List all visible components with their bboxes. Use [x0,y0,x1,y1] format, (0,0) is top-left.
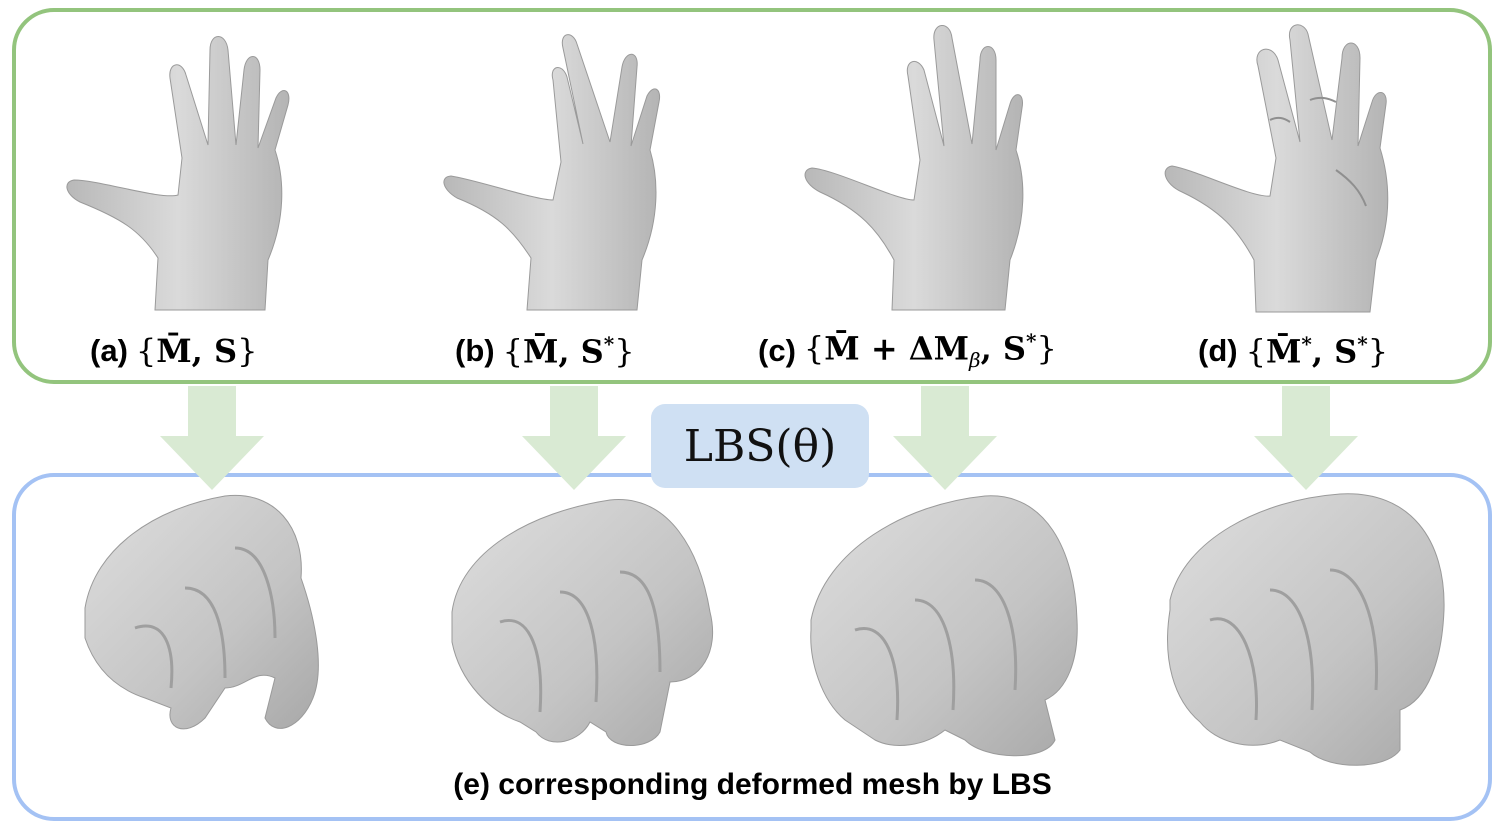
label-c-expression-1: M̄ + ΔM [824,330,970,369]
label-d-superscript-1: * [1301,331,1312,356]
open-hand-mesh-icon [66,36,290,311]
template-hands-panel [12,8,1492,384]
fist-mesh-icon [451,499,714,746]
down-arrow-icon [160,386,264,490]
label-c-math: {M̄ + ΔMβ, S*} [803,329,1057,373]
label-b-expression: M̄, S [522,332,604,371]
label-d-superscript-2: * [1357,331,1368,356]
caption: (e) corresponding deformed mesh by LBS [453,768,1052,801]
label-c-subscript: β [969,348,981,373]
label-d-expression-2: , S [1311,332,1358,371]
label-d-expression-1: M̄ [1265,332,1302,371]
label-c-tag: (c) [758,333,796,368]
lbs-function-label: LBS(θ) [683,420,837,472]
lbs-function-box: LBS(θ) [651,404,869,488]
label-a-expression: M̄, S [156,332,238,370]
label-b-tag: (b) [455,333,495,368]
label-b-math: {M̄, S*} [502,331,635,371]
label-d: (d) {M̄*, S*} [1198,326,1388,376]
label-b-superscript: * [603,331,615,356]
label-c-superscript: * [1025,329,1037,354]
fist-mesh-icon [84,494,319,730]
open-hand-mesh-icon [804,25,1024,311]
label-d-tag: (d) [1198,333,1238,368]
open-hand-mesh-icon [1164,24,1389,313]
label-c: (c) {M̄ + ΔMβ, S*} [758,326,1057,376]
label-d-math: {M̄*, S*} [1245,331,1389,371]
label-c-expression-2: , S [980,330,1026,369]
open-hand-mesh-icon [443,34,661,311]
fist-mesh-icon [1167,493,1445,766]
label-a-tag: (a) [90,333,128,368]
label-a: (a) {M̄, S} [90,326,257,376]
down-arrow-icon [522,386,626,490]
label-a-math: {M̄, S} [135,332,258,370]
down-arrow-icon [1254,386,1358,490]
label-b: (b) {M̄, S*} [455,326,635,376]
down-arrow-icon [893,386,997,490]
fist-mesh-icon [810,495,1078,757]
